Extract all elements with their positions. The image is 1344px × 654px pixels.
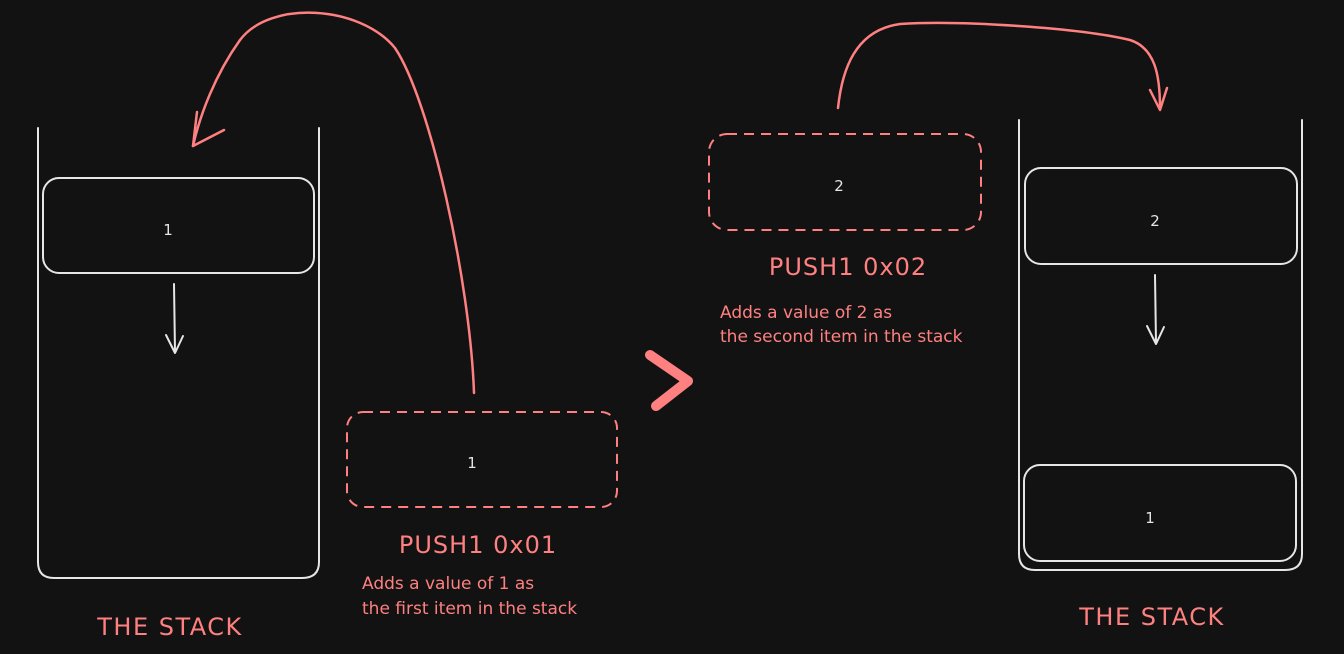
left-description-line1: Adds a value of 1 as (362, 574, 534, 594)
right-push-box-value: 2 (834, 177, 844, 195)
right-push-arrow (836, 21, 1169, 112)
right-opcode-label: PUSH1 0x02 (769, 253, 927, 281)
left-stack-down-arrow (165, 283, 184, 354)
left-stack-item: 1 (42, 177, 315, 274)
right-stack-container (1018, 119, 1303, 571)
right-stack-item-top-value: 2 (1150, 212, 1160, 230)
left-push-arrow (191, 11, 476, 395)
right-description-line2: the second item in the stack (720, 327, 963, 347)
right-description-line1: Adds a value of 2 as (720, 303, 892, 323)
left-stack-item-value: 1 (163, 221, 173, 239)
left-push-box: 1 (346, 411, 618, 508)
left-push-box-value: 1 (467, 454, 477, 472)
left-opcode-label: PUSH1 0x01 (399, 531, 557, 559)
left-stack-label: THE STACK (96, 613, 243, 641)
left-description-line2: the first item in the stack (362, 599, 577, 619)
right-stack-label: THE STACK (1078, 603, 1225, 631)
left-scene: 1 1 PUSH1 0x01 Adds a value of 1 as the … (37, 11, 618, 641)
separator-chevron (645, 350, 693, 411)
right-stack-item-bottom: 1 (1023, 464, 1297, 562)
right-stack-item-bottom-value: 1 (1145, 509, 1155, 527)
left-stack-container (37, 127, 320, 579)
right-stack-item-top: 2 (1024, 167, 1298, 265)
right-scene: 2 PUSH1 0x02 Adds a value of 2 as the se… (708, 21, 1303, 631)
right-push-box: 2 (708, 133, 982, 231)
right-stack-down-arrow (1146, 274, 1165, 345)
